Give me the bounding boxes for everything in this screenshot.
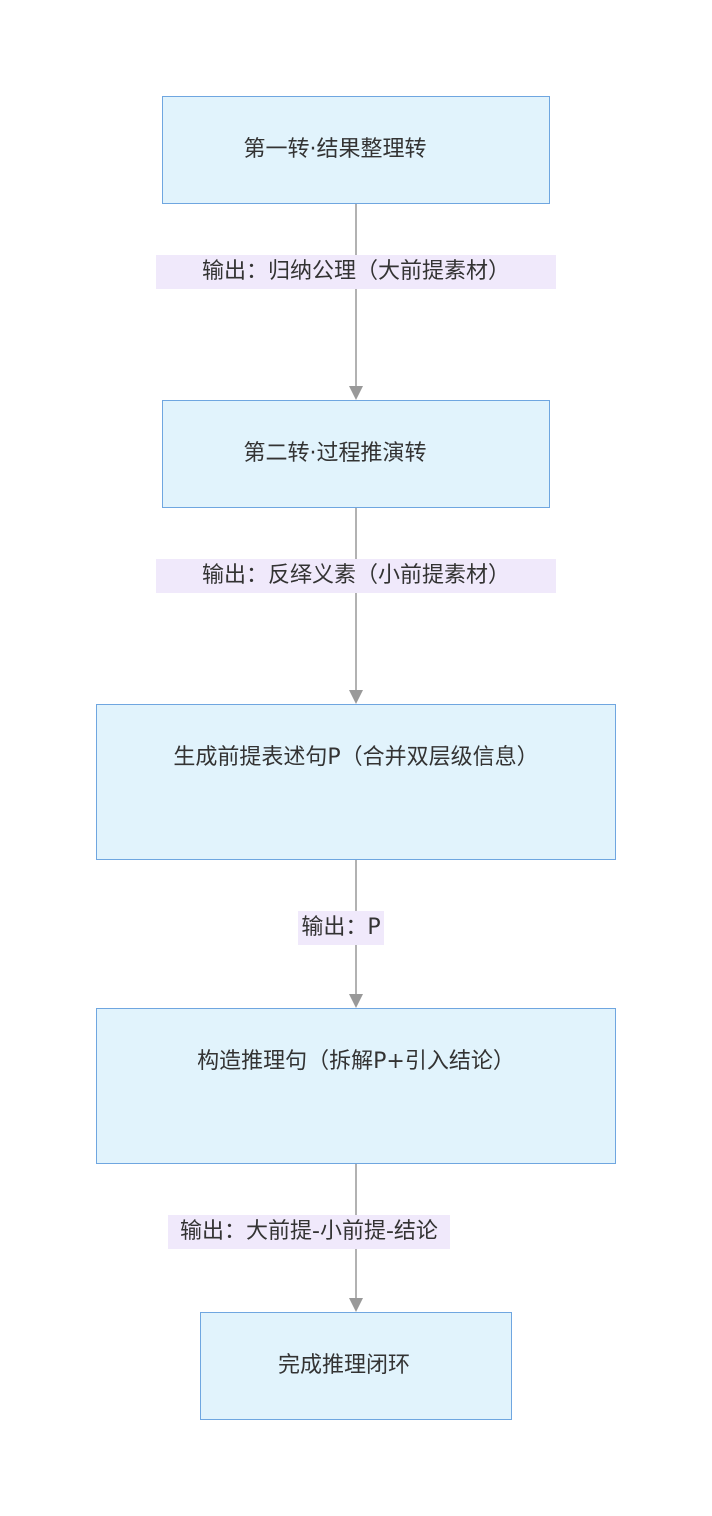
edge-label-4: 输出：大前提-小前提-结论	[168, 1215, 450, 1249]
arrowhead-4	[349, 1298, 363, 1312]
edge-label-3: 输出：P	[298, 911, 384, 945]
node-complete-loop: 完成推理闭环	[200, 1312, 512, 1420]
node-first-turn-label: 第一转·结果整理转	[243, 137, 427, 162]
arrowhead-3	[349, 994, 363, 1008]
node-construct-inference: 构造推理句（拆解P+引入结论）	[96, 1008, 616, 1164]
arrowhead-2	[349, 690, 363, 704]
node-construct-inference-label: 构造推理句（拆解P+引入结论）	[197, 1049, 515, 1074]
edge-label-1: 输出：归纳公理（大前提素材）	[156, 255, 556, 289]
node-second-turn: 第二转·过程推演转	[162, 400, 550, 508]
arrowhead-1	[349, 386, 363, 400]
node-generate-premise: 生成前提表述句P（合并双层级信息）	[96, 704, 616, 860]
node-first-turn: 第一转·结果整理转	[162, 96, 550, 204]
node-second-turn-label: 第二转·过程推演转	[243, 441, 427, 466]
edge-label-2: 输出：反绎义素（小前提素材）	[156, 559, 556, 593]
node-complete-loop-label: 完成推理闭环	[277, 1353, 410, 1378]
node-generate-premise-label: 生成前提表述句P（合并双层级信息）	[173, 745, 539, 770]
